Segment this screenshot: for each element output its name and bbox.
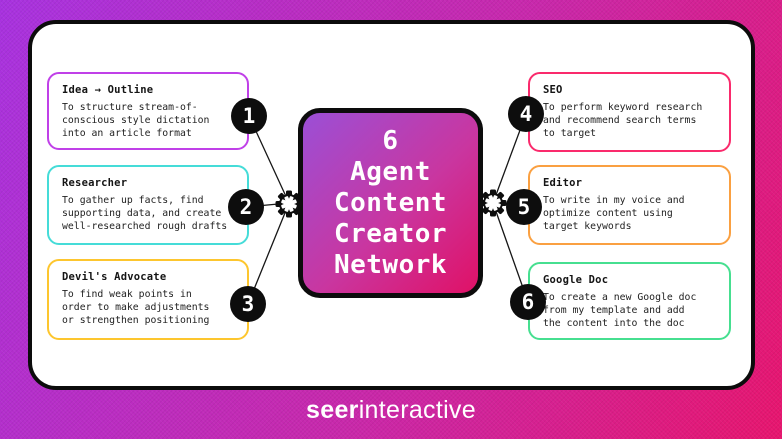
step-badge-6: 6 — [510, 284, 546, 320]
step-badge-3: 3 — [230, 286, 266, 322]
gear-icon-left — [275, 190, 303, 218]
agent-card-title: Google Doc — [543, 274, 609, 286]
seer-logo-light: interactive — [358, 396, 476, 424]
gear-icon-right — [479, 189, 507, 217]
agent-card-description: To gather up facts, find supporting data… — [62, 195, 228, 232]
agent-card-title: Devil's Advocate — [62, 271, 167, 283]
agent-card-seo: SEO To perform keyword research and reco… — [528, 72, 731, 152]
step-badge-1: 1 — [231, 98, 267, 134]
center-title-line: Creator — [333, 218, 448, 249]
agent-card-description: To create a new Google doc from my templ… — [543, 292, 697, 329]
agent-card-editor: Editor To write in my voice and optimize… — [528, 165, 731, 245]
seer-logo-bold: seer — [306, 396, 359, 424]
center-title-line: Agent — [350, 156, 431, 187]
agent-card-devils-advocate: Devil's Advocate To find weak points in … — [47, 259, 249, 340]
step-badge-2: 2 — [228, 189, 264, 225]
step-badge-4: 4 — [508, 96, 544, 132]
center-title-box: 6 Agent Content Creator Network — [298, 108, 483, 298]
agent-card-title: Idea → Outline — [62, 84, 154, 96]
agent-card-researcher: Researcher To gather up facts, find supp… — [47, 165, 249, 245]
agent-card-description: To structure stream-of- conscious style … — [62, 102, 210, 139]
center-title-line: Content — [333, 187, 448, 218]
agent-card-title: Researcher — [62, 177, 128, 189]
center-title-line: 6 — [382, 125, 399, 156]
step-badge-5: 5 — [506, 189, 542, 225]
agent-card-description: To write in my voice and optimize conten… — [543, 195, 685, 232]
agent-card-title: Editor — [543, 177, 583, 189]
agent-card-title: SEO — [543, 84, 563, 96]
agent-card-description: To find weak points in order to make adj… — [62, 289, 210, 326]
agent-card-google-doc: Google Doc To create a new Google doc fr… — [528, 262, 731, 340]
seer-logo: seerinteractive — [0, 396, 782, 425]
agent-card-idea-outline: Idea → Outline To structure stream-of- c… — [47, 72, 249, 150]
agent-card-description: To perform keyword research and recommen… — [543, 102, 703, 139]
center-title-line: Network — [333, 249, 448, 280]
